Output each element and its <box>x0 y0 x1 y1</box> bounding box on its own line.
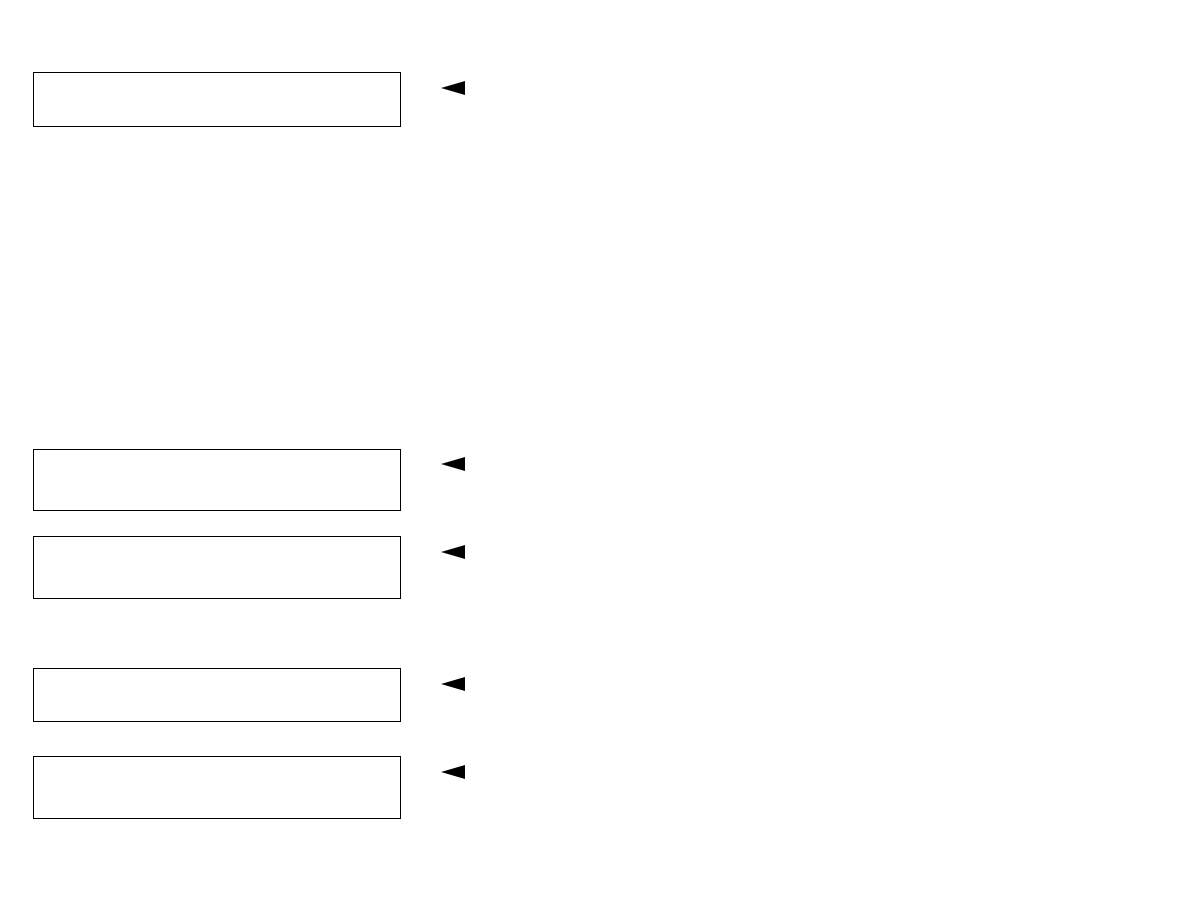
input-box-2[interactable] <box>33 449 401 511</box>
left-arrow-icon <box>441 456 465 472</box>
left-arrow-icon <box>441 764 465 780</box>
left-arrow-icon <box>441 676 465 692</box>
left-arrow-icon <box>441 544 465 560</box>
input-box-5[interactable] <box>33 756 401 819</box>
input-box-1[interactable] <box>33 72 401 127</box>
input-box-4[interactable] <box>33 668 401 722</box>
input-box-3[interactable] <box>33 536 401 599</box>
left-arrow-icon <box>441 80 465 96</box>
